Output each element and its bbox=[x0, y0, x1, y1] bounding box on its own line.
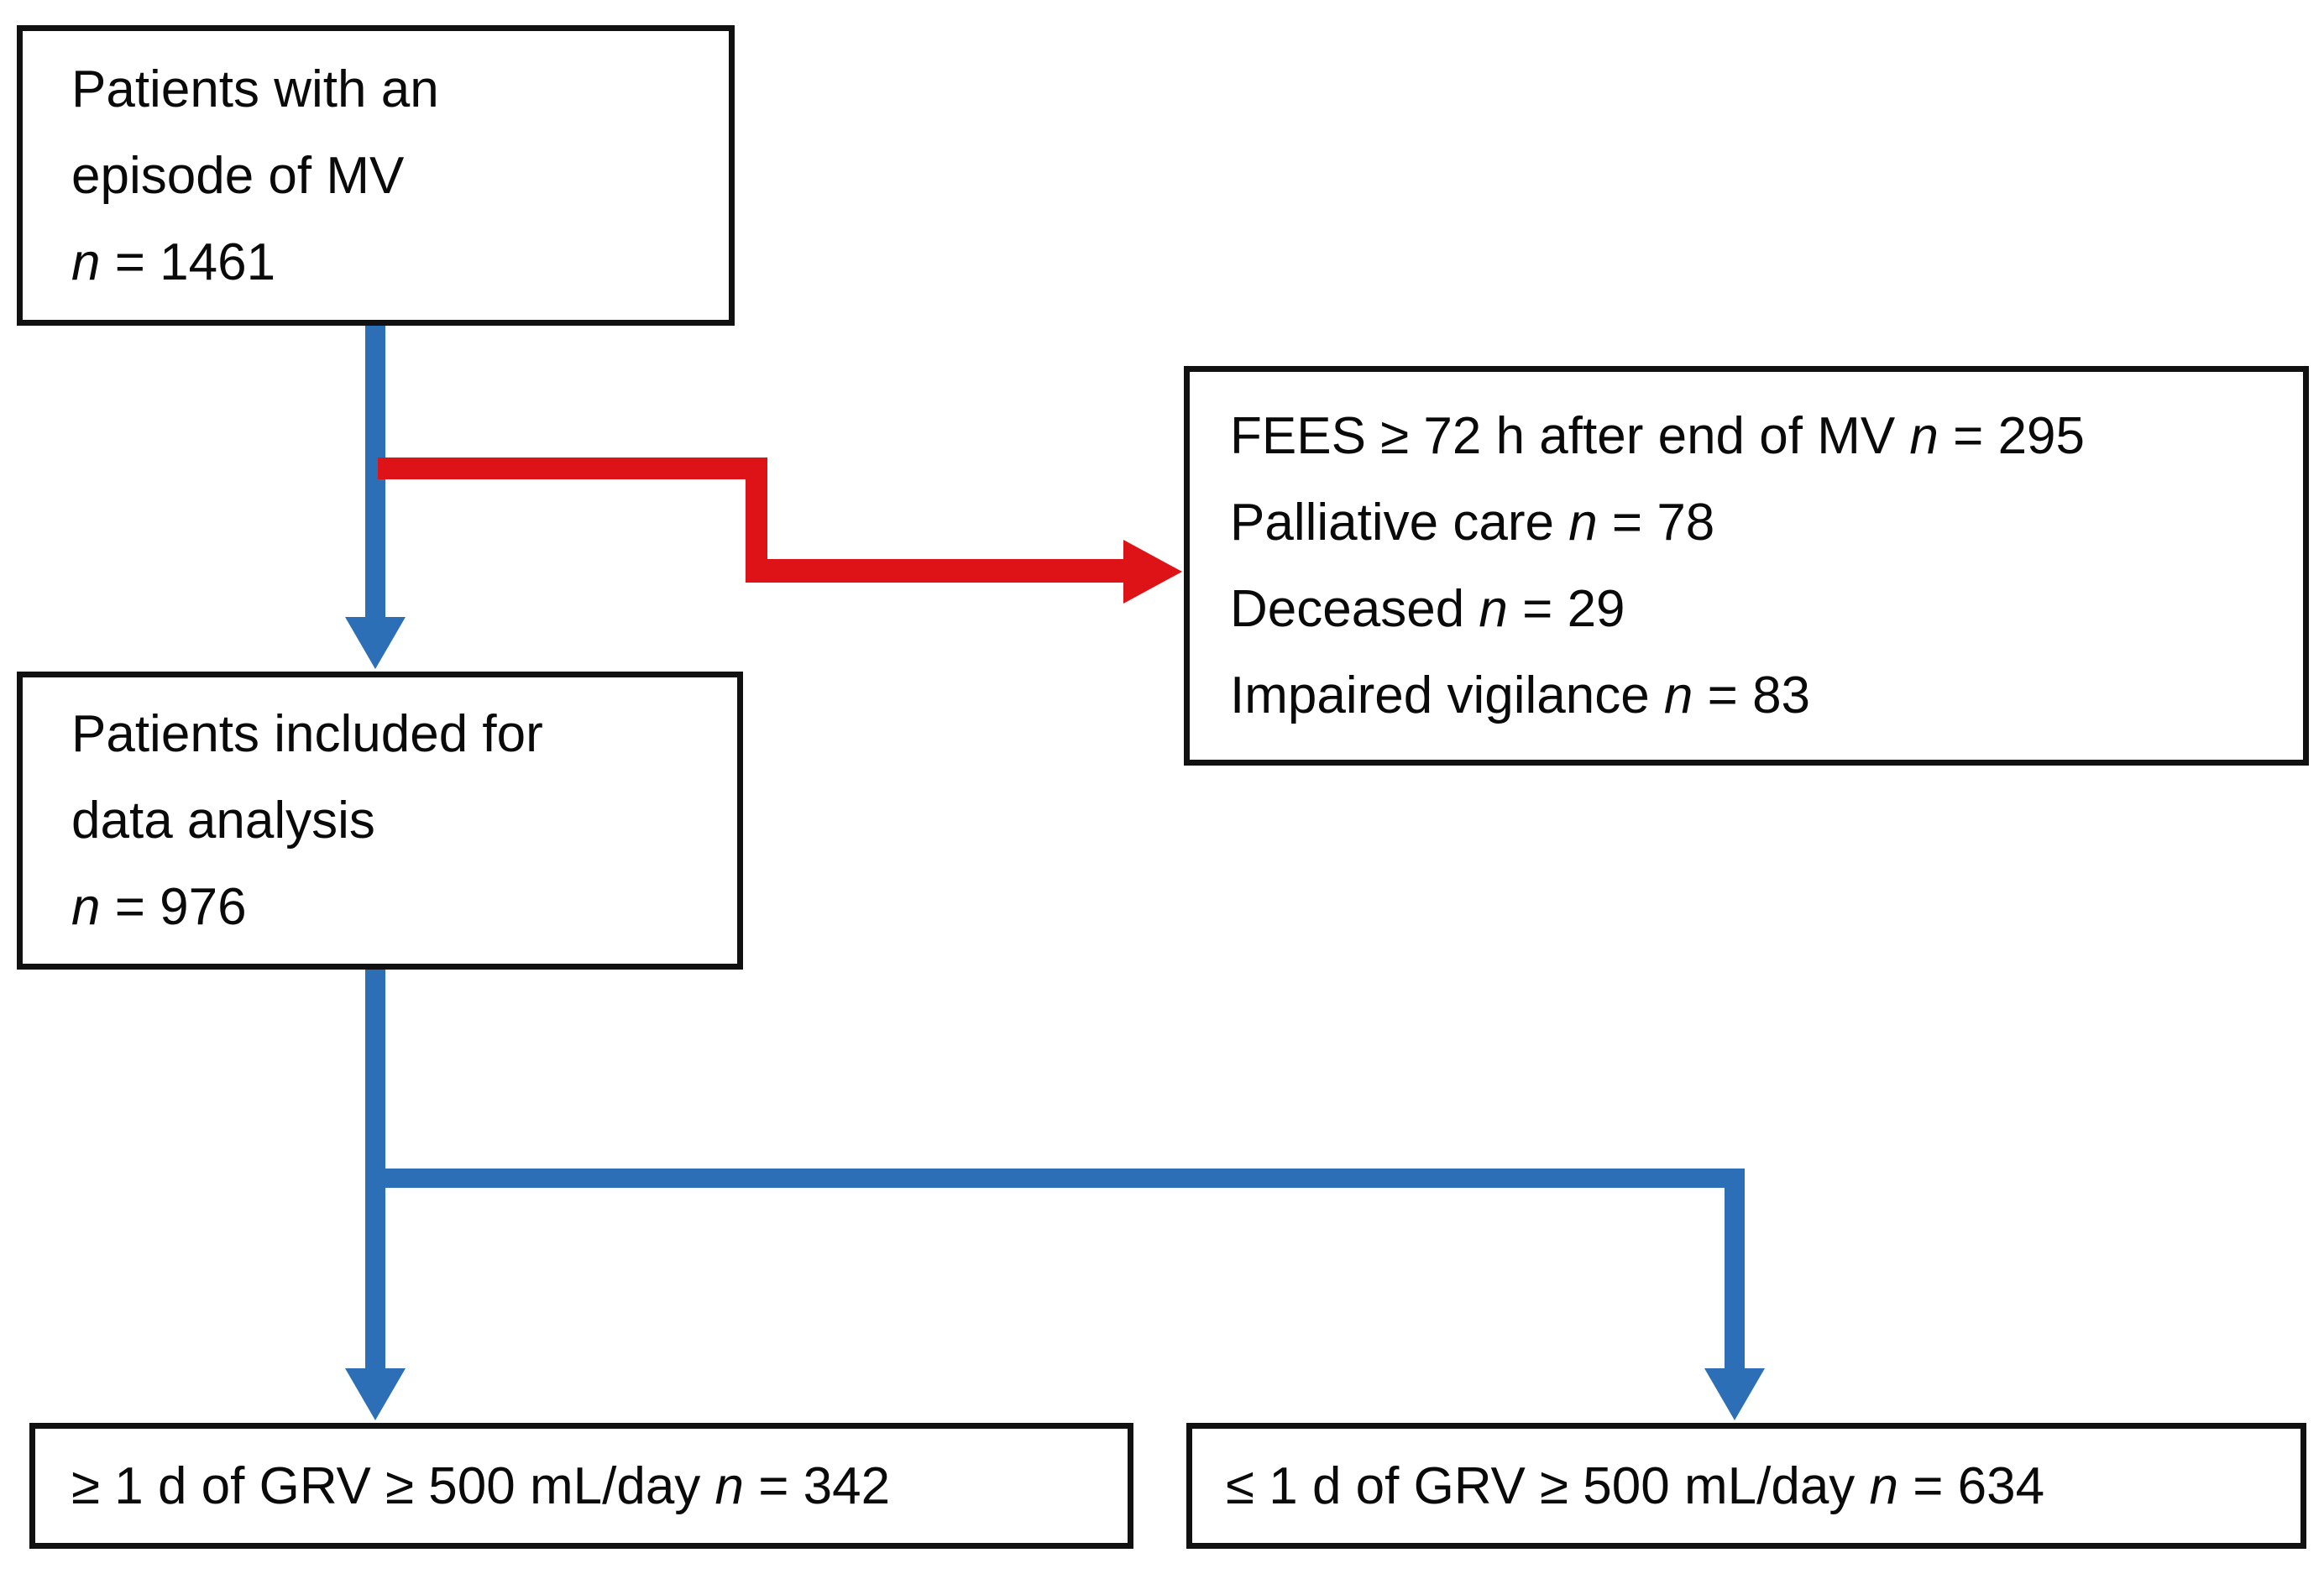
text-line: data analysis bbox=[71, 777, 737, 864]
text-segment: = 342 bbox=[744, 1456, 891, 1515]
text-segment: ≤ 1 d of GRV ≥ 500 mL/day bbox=[1226, 1456, 1870, 1515]
n-variable: n bbox=[1479, 580, 1508, 638]
text-line: ≥ 1 d of GRV ≥ 500 mL/day n = 342 bbox=[71, 1443, 1128, 1529]
text-segment: Impaired vigilance bbox=[1230, 667, 1664, 724]
text-segment: = 29 bbox=[1507, 580, 1625, 638]
text-line: n = 1461 bbox=[71, 219, 729, 306]
n-variable: n bbox=[71, 233, 101, 291]
box-excluded-patients: FEES ≥ 72 h after end of MV n = 295 Pall… bbox=[1184, 366, 2309, 766]
arrow-branch-horizontal-bar bbox=[365, 1169, 1745, 1188]
text-segment: Deceased bbox=[1230, 580, 1479, 638]
text-line: FEES ≥ 72 h after end of MV n = 295 bbox=[1230, 393, 2303, 479]
n-variable: n bbox=[1663, 667, 1693, 724]
arrowhead-down-icon bbox=[345, 617, 406, 669]
box-included-for-analysis: Patients included for data analysis n = … bbox=[17, 672, 743, 970]
text-segment: = 976 bbox=[100, 878, 247, 936]
n-variable: n bbox=[1869, 1456, 1899, 1515]
n-variable: n bbox=[1909, 407, 1939, 465]
text-line: Impaired vigilance n = 83 bbox=[1230, 652, 2303, 739]
text-segment: Palliative care bbox=[1230, 494, 1569, 552]
text-line: Patients included for bbox=[71, 691, 737, 777]
box-patients-with-mv: Patients with an episode of MV n = 1461 bbox=[17, 25, 735, 326]
text-segment: Patients included for bbox=[71, 705, 543, 763]
text-line: ≤ 1 d of GRV ≥ 500 mL/day n = 634 bbox=[1226, 1443, 2300, 1529]
text-line: n = 976 bbox=[71, 864, 737, 950]
text-segment: episode of MV bbox=[71, 146, 405, 205]
arrowhead-down-icon bbox=[345, 1368, 406, 1420]
text-segment: Patients with an bbox=[71, 60, 439, 118]
n-variable: n bbox=[1568, 494, 1598, 552]
text-segment: FEES ≥ 72 h after end of MV bbox=[1230, 407, 1910, 465]
box-grv-high-group: ≥ 1 d of GRV ≥ 500 mL/day n = 342 bbox=[29, 1423, 1133, 1549]
text-line: Palliative care n = 78 bbox=[1230, 479, 2303, 566]
n-variable: n bbox=[714, 1456, 745, 1515]
arrowhead-right-icon bbox=[1123, 540, 1182, 604]
text-line: Patients with an bbox=[71, 46, 729, 133]
text-segment: = 83 bbox=[1693, 667, 1811, 724]
text-line: episode of MV bbox=[71, 133, 729, 219]
arrow-exclusion-horizontal-top bbox=[378, 457, 766, 479]
text-segment: ≥ 1 d of GRV ≥ 500 mL/day bbox=[71, 1456, 715, 1515]
text-segment: = 295 bbox=[1938, 407, 2086, 465]
arrow-shaft-branch-to-grv-low bbox=[1725, 1169, 1745, 1368]
arrowhead-down-icon bbox=[1704, 1368, 1765, 1420]
text-segment: = 1461 bbox=[100, 233, 276, 291]
text-segment: = 78 bbox=[1597, 494, 1715, 552]
arrow-exclusion-horizontal-bottom bbox=[746, 559, 1123, 583]
text-line: Deceased n = 29 bbox=[1230, 566, 2303, 652]
n-variable: n bbox=[71, 878, 101, 936]
text-segment: data analysis bbox=[71, 792, 375, 850]
box-grv-low-group: ≤ 1 d of GRV ≥ 500 mL/day n = 634 bbox=[1186, 1423, 2306, 1549]
text-segment: = 634 bbox=[1898, 1456, 2045, 1515]
